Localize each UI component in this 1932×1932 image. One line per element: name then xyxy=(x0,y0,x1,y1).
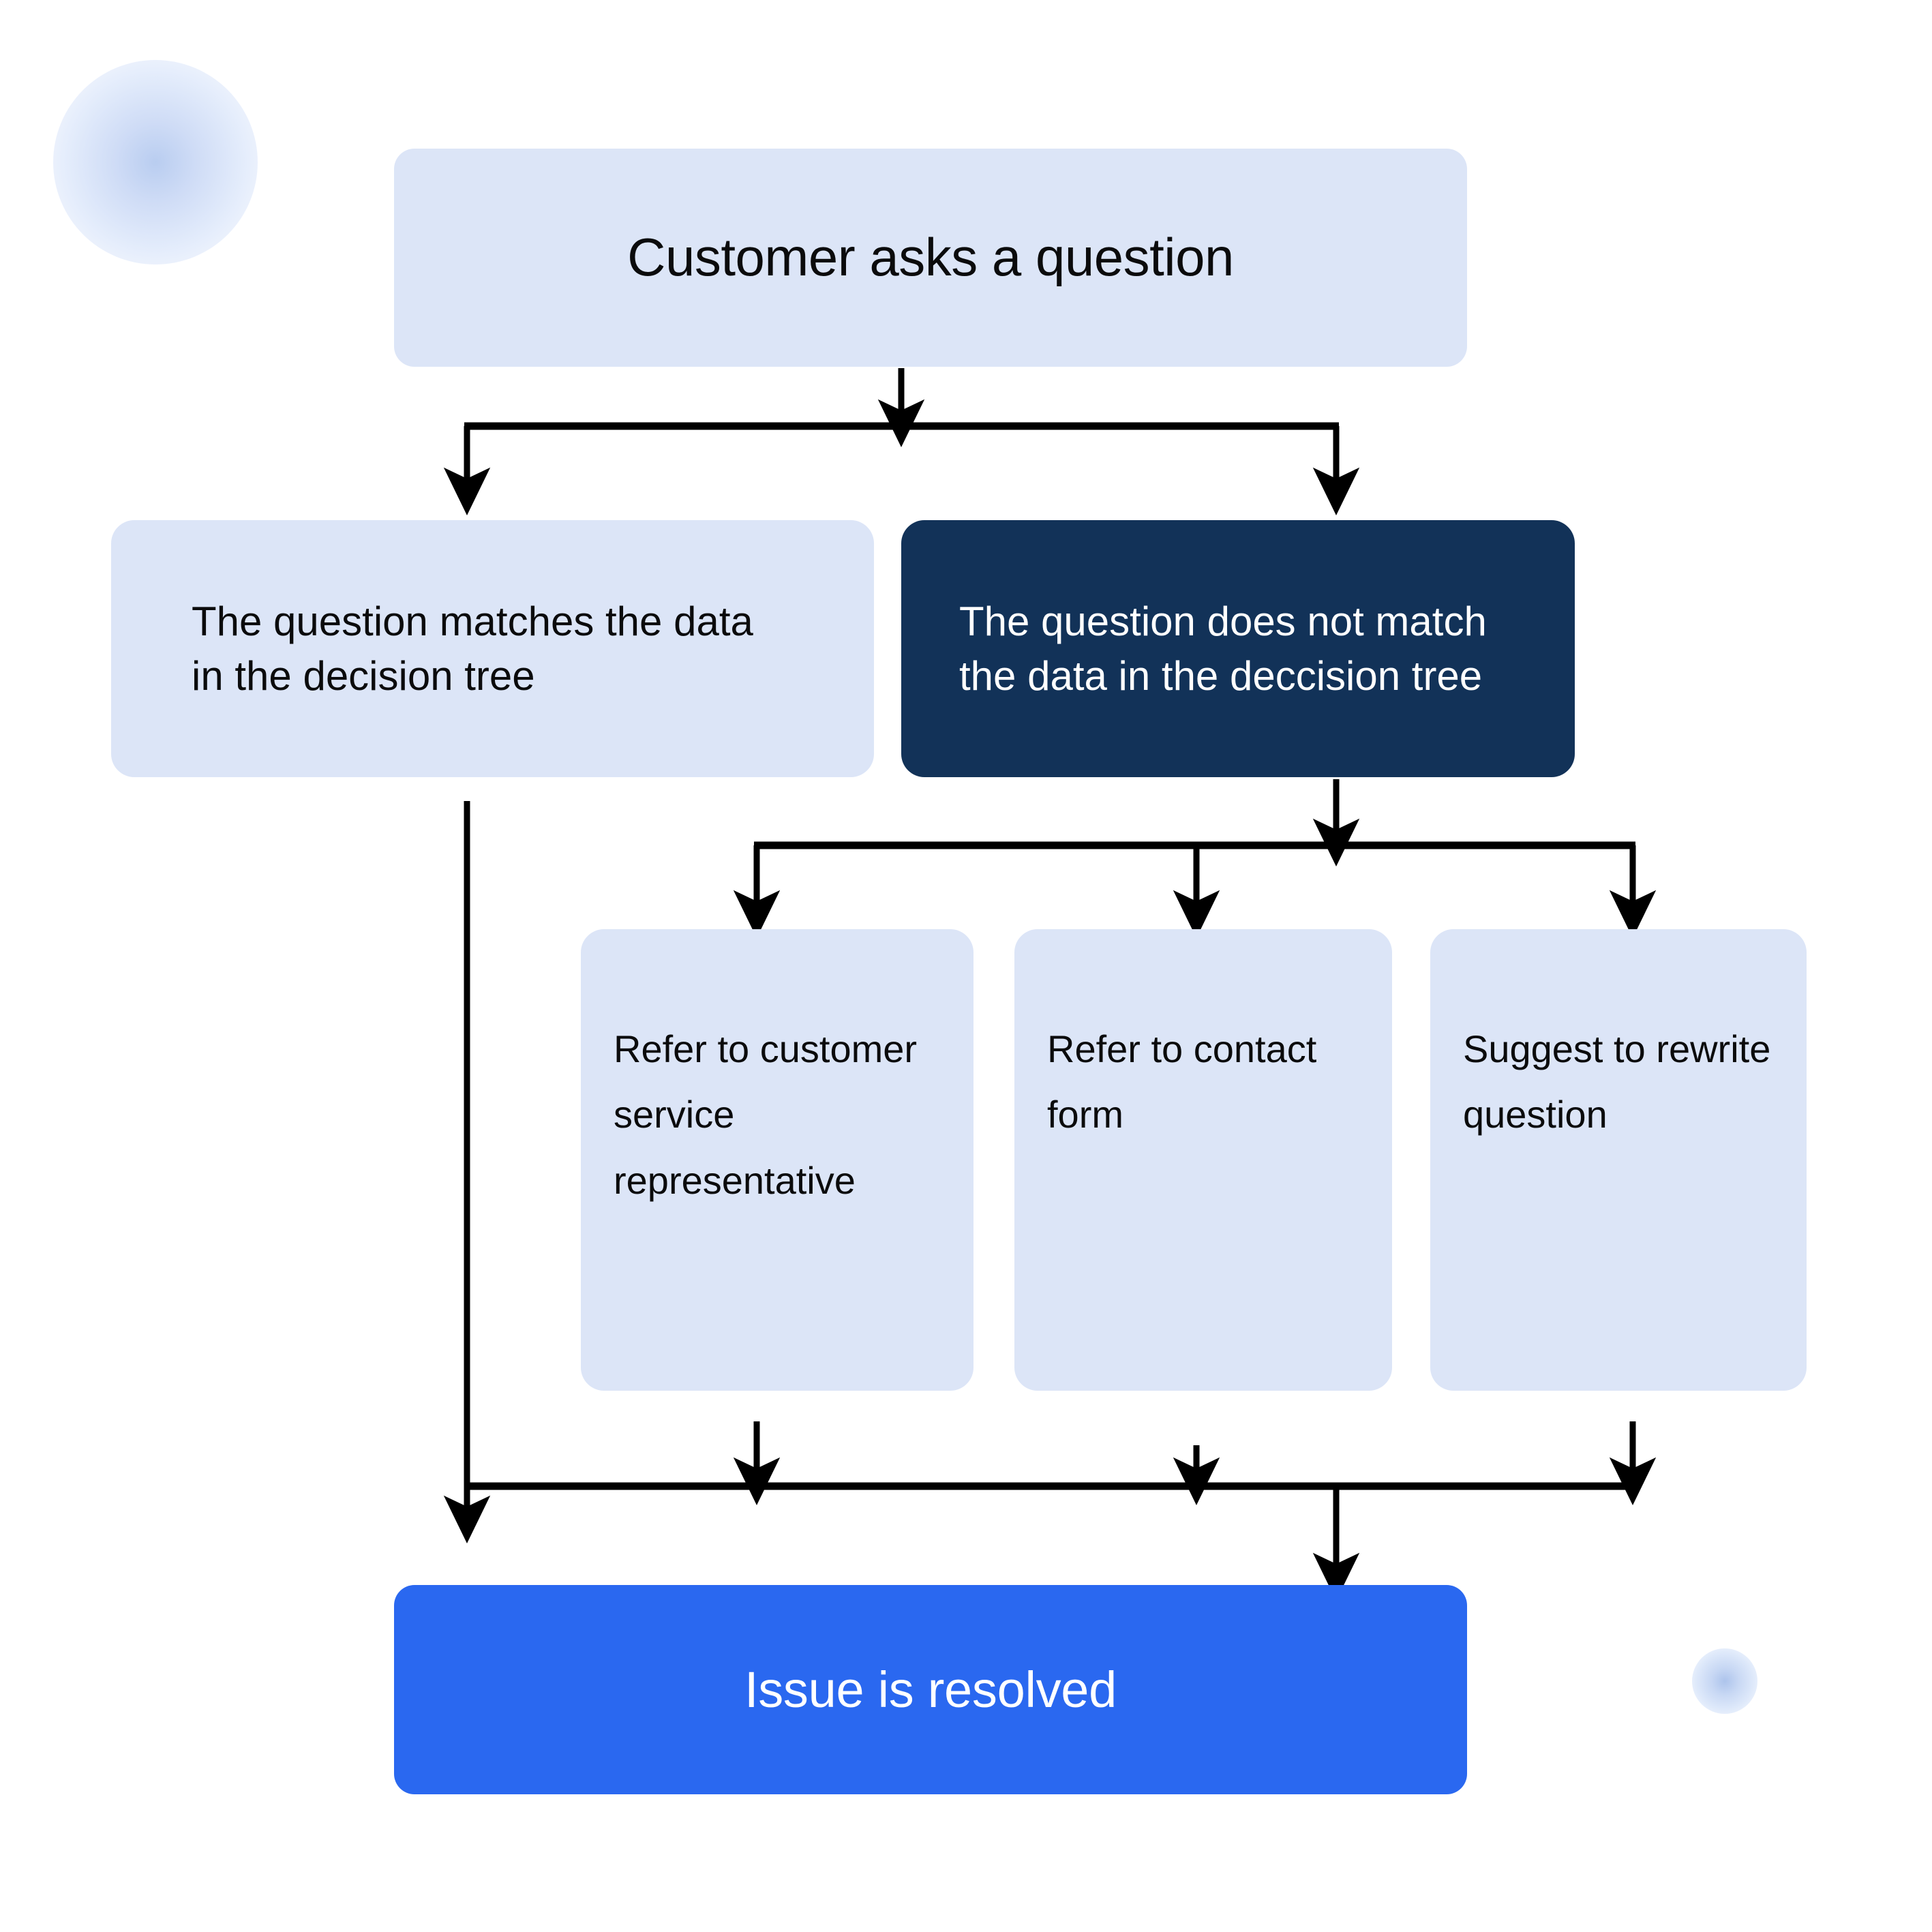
node-refer-to-contact-form[interactable]: Refer to contact form xyxy=(1014,929,1392,1391)
node-customer-asks-question[interactable]: Customer asks a question xyxy=(394,149,1467,367)
node-start-label: Customer asks a question xyxy=(627,227,1234,288)
node-refer-to-customer-service[interactable]: Refer to customer service representative xyxy=(581,929,973,1391)
node-question-matches[interactable]: The question matches the data in the dec… xyxy=(111,520,874,777)
node-action-2-label: Refer to contact form xyxy=(1047,1027,1317,1136)
node-issue-is-resolved[interactable]: Issue is resolved xyxy=(394,1585,1467,1794)
node-end-label: Issue is resolved xyxy=(744,1661,1117,1718)
node-suggest-rewrite-question[interactable]: Suggest to rewrite question xyxy=(1430,929,1807,1391)
node-action-3-label: Suggest to rewrite question xyxy=(1463,1027,1771,1136)
node-nomatch-label: The question does not match the data in … xyxy=(959,598,1487,699)
node-question-does-not-match[interactable]: The question does not match the data in … xyxy=(901,520,1575,777)
node-match-label: The question matches the data in the dec… xyxy=(192,598,753,699)
node-action-1-label: Refer to customer service representative xyxy=(614,1027,918,1202)
